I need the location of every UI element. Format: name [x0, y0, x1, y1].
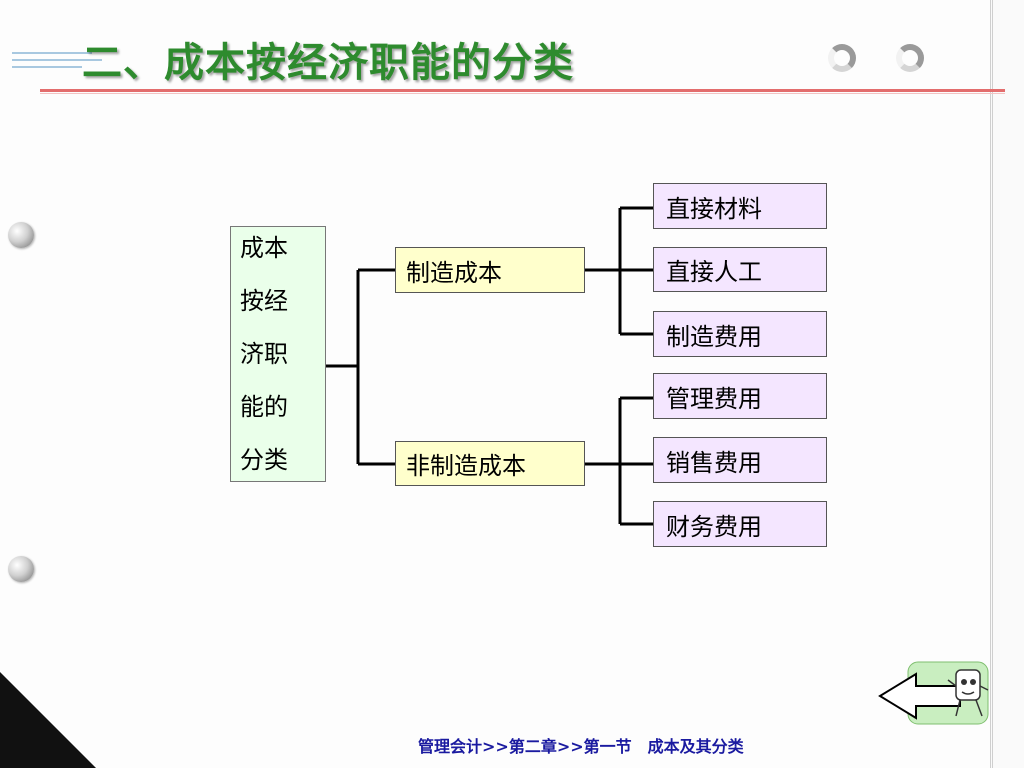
- leaf-node: 财务费用: [653, 501, 827, 547]
- decorative-ring-icon: [896, 44, 924, 72]
- root-node-line: 按经: [240, 286, 288, 315]
- back-button[interactable]: [876, 660, 992, 728]
- leaf-node: 销售费用: [653, 437, 827, 483]
- back-arrow-icon: [878, 661, 989, 725]
- branch-node-nonmanufacturing: 非制造成本: [395, 441, 585, 486]
- leaf-node: 管理费用: [653, 373, 827, 419]
- root-node-line: 济职: [240, 339, 288, 368]
- slide-title: 二、成本按经济职能的分类: [82, 40, 574, 86]
- decorative-ball-icon: [8, 556, 34, 582]
- decorative-ball-icon: [8, 222, 34, 248]
- right-border: [990, 0, 1024, 768]
- leaf-node: 直接人工: [653, 247, 827, 292]
- title-underline-shadow: [40, 93, 1005, 94]
- decorative-ring-icon: [828, 44, 856, 72]
- leaf-node: 直接材料: [653, 183, 827, 229]
- root-node-line: 分类: [240, 445, 288, 474]
- root-node-line: 能的: [240, 392, 288, 421]
- root-node-line: 成本: [240, 233, 288, 262]
- title-underline: [40, 89, 1005, 92]
- branch-node-manufacturing: 制造成本: [395, 247, 585, 293]
- leaf-node: 制造费用: [653, 311, 827, 357]
- title-decoration: [12, 52, 102, 73]
- root-node: 成本 按经 济职 能的 分类: [230, 226, 326, 482]
- footer-breadcrumb: 管理会计>>第二章>>第一节 成本及其分类: [418, 737, 744, 756]
- corner-decoration: [0, 672, 96, 768]
